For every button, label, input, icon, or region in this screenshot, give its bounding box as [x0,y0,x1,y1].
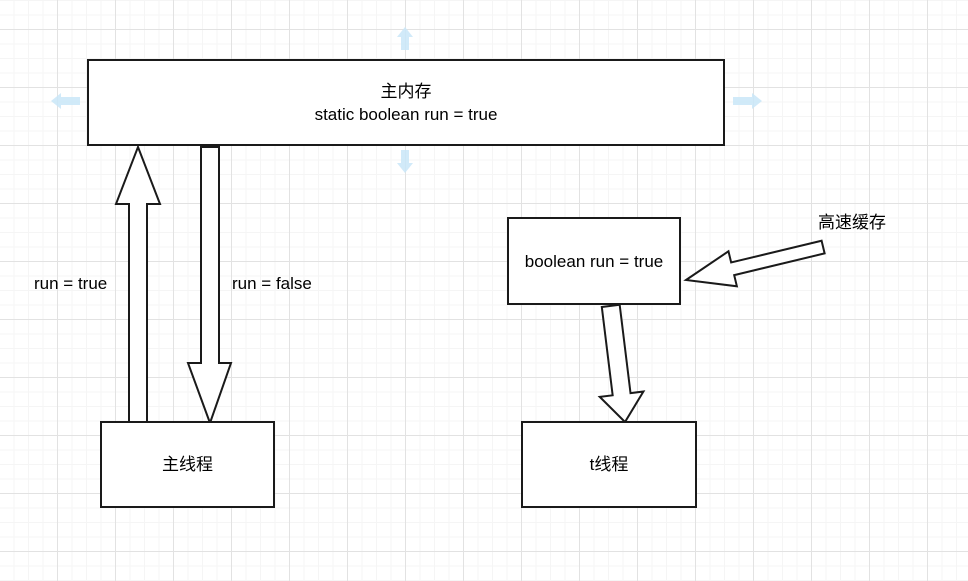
t-thread-node[interactable]: t线程 [521,421,697,508]
t-thread-label: t线程 [589,455,629,474]
pan-arrow-right-icon[interactable] [733,93,762,109]
arrow-cache-to-t-thread[interactable] [589,303,647,424]
edge-label-run-false[interactable]: run = false [232,274,312,293]
cache-value-node[interactable]: boolean run = true [507,217,681,305]
arrow-cache-caption-pointer[interactable] [682,230,828,298]
arrow-up-run-true[interactable] [114,144,162,424]
main-thread-node[interactable]: 主线程 [100,421,275,508]
pan-arrow-up-icon[interactable] [397,27,413,50]
pan-arrow-down-icon[interactable] [397,150,413,173]
main-memory-subtitle: static boolean run = true [314,104,498,124]
main-memory-title: 主内存 [380,81,432,101]
edge-label-run-true[interactable]: run = true [34,274,108,293]
main-memory-node[interactable]: 主内存 static boolean run = true [87,59,725,146]
cache-value-label: boolean run = true [524,251,664,271]
cache-caption-label[interactable]: 高速缓存 [818,213,886,232]
main-thread-label: 主线程 [162,455,213,474]
arrow-down-run-false[interactable] [186,146,233,426]
pan-arrow-left-icon[interactable] [51,93,80,109]
